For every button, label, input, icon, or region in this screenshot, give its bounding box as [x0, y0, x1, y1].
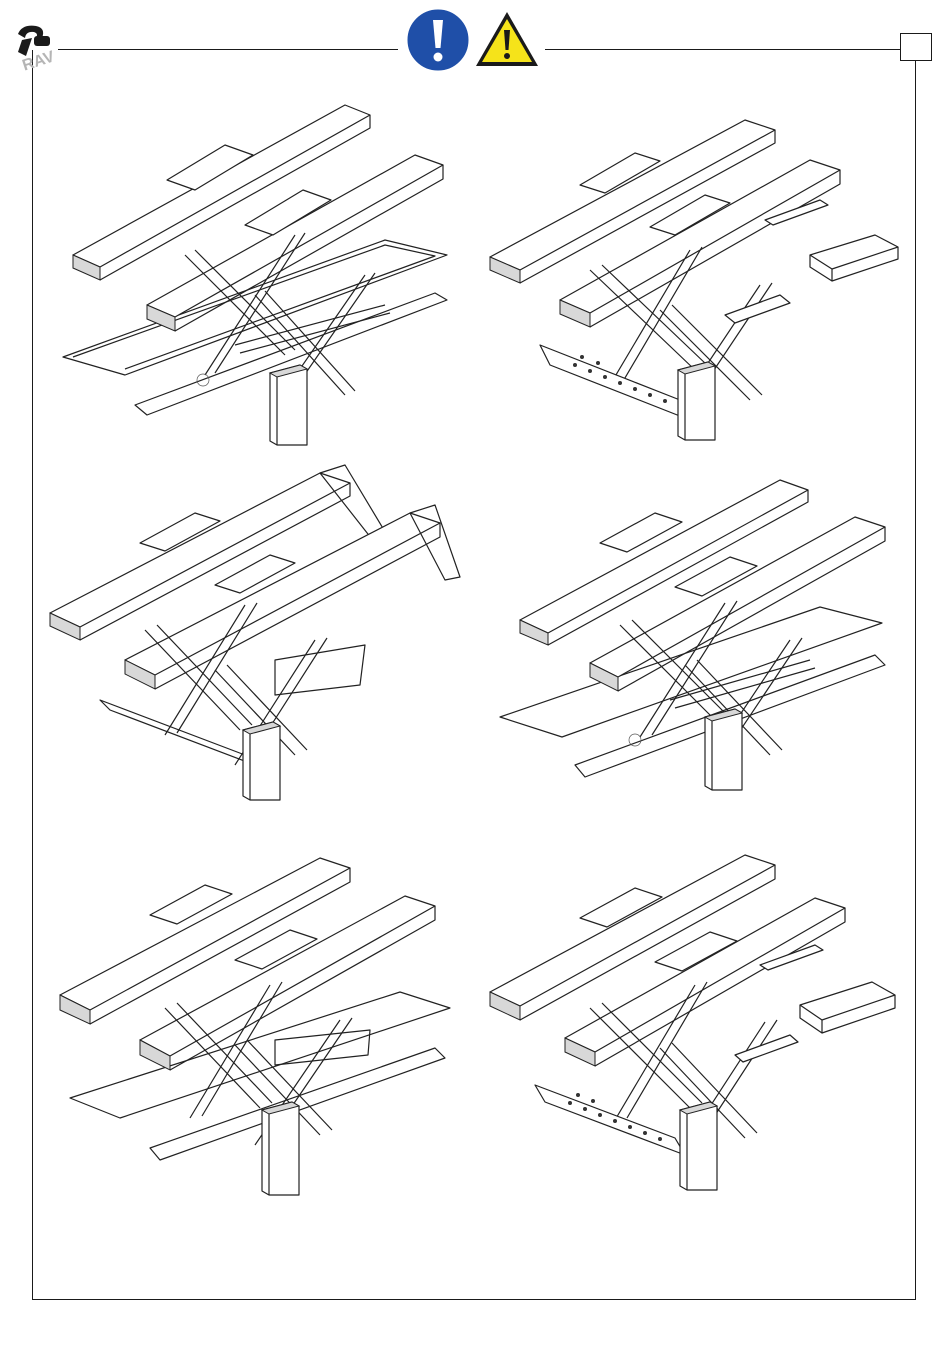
- brand-logo-icon: RAV: [12, 22, 58, 74]
- page-number-box: [900, 33, 932, 61]
- scissor-lift-surface-ramps-variant-icon: [480, 830, 900, 1190]
- warning-triangle-icon: [474, 10, 540, 68]
- scissor-lift-long-ramps-icon: [45, 455, 465, 815]
- scissor-lift-flush-mount-variant-icon: [490, 455, 910, 815]
- mandatory-action-icon: [406, 8, 470, 72]
- scissor-lift-flush-mount-icon: [55, 95, 475, 455]
- scissor-lift-recessed-icon: [50, 830, 470, 1190]
- scissor-lift-surface-mount-ramps-icon: [480, 95, 900, 455]
